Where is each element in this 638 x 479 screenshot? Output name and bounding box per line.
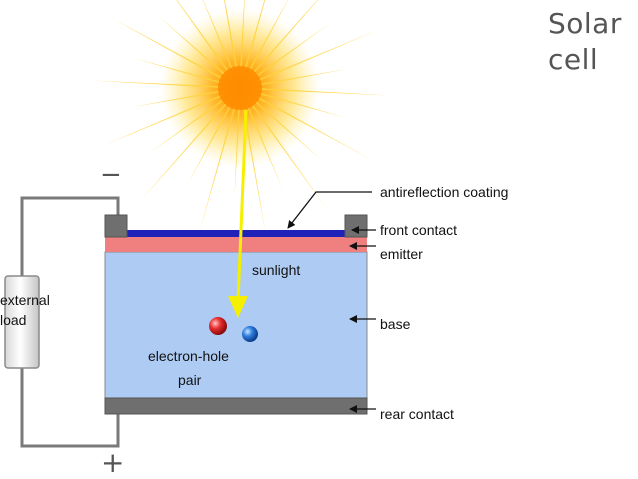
base-label: base xyxy=(380,316,411,332)
circuit-wire-bottom xyxy=(20,368,120,448)
sun-ray xyxy=(131,90,223,108)
sun-ray xyxy=(150,97,226,153)
sun-ray xyxy=(176,0,231,74)
front-contact-label: front contact xyxy=(380,222,458,238)
negative-terminal-sign: − xyxy=(100,160,122,190)
antireflection-pointer xyxy=(287,191,372,229)
electron-hole-label-line1: electron-hole xyxy=(148,348,229,364)
emitter-label: emitter xyxy=(380,246,423,262)
external-load-label-line1: external xyxy=(0,292,50,308)
sun-ray xyxy=(157,15,228,77)
sun-ray xyxy=(254,23,330,79)
front-contact-right xyxy=(344,214,368,238)
base-layer xyxy=(104,251,368,399)
sun-ray xyxy=(251,0,318,76)
sunlight-arrow xyxy=(236,109,248,303)
rear-contact xyxy=(104,397,368,415)
slide-title-line1: Solar xyxy=(548,7,622,40)
sun-ray xyxy=(257,88,390,96)
sun-ray xyxy=(256,29,379,82)
sun-ray xyxy=(108,16,225,81)
external-load-label-line2: load xyxy=(0,312,27,328)
emitter-layer xyxy=(105,237,367,252)
external-load xyxy=(4,275,40,369)
sun-rays xyxy=(90,0,390,236)
sunlight-label: sunlight xyxy=(252,262,301,278)
slide-title-line2: cell xyxy=(548,43,599,76)
circuit-wire-top xyxy=(20,196,120,278)
sun-ray xyxy=(246,104,283,190)
positive-terminal-sign: + xyxy=(101,446,125,479)
sun-ray xyxy=(140,100,229,201)
slide-title: Solar cell xyxy=(548,6,638,78)
electron-particle xyxy=(209,317,227,335)
antireflection-coating xyxy=(125,230,347,237)
sun-ray xyxy=(249,102,328,210)
sun-ray xyxy=(187,103,233,185)
sun-icon xyxy=(90,0,390,236)
sun-ray xyxy=(257,68,349,86)
sun-ray xyxy=(257,92,346,118)
sun-ray xyxy=(199,105,236,233)
sun-ray xyxy=(90,80,223,88)
sun-ray xyxy=(240,0,245,71)
rear-contact-label: rear contact xyxy=(380,406,454,422)
sun-ray xyxy=(255,95,372,160)
electron-hole-label-line2: pair xyxy=(178,372,202,388)
antireflection-label: antireflection coating xyxy=(380,184,509,200)
sun-ray xyxy=(134,58,223,84)
sun-ray xyxy=(242,105,267,236)
sun-ray xyxy=(244,0,266,71)
hole-particle xyxy=(242,326,258,342)
front-contact-left xyxy=(104,214,128,238)
sun-ray xyxy=(234,105,240,198)
sun-ray xyxy=(252,99,323,161)
sun-ray xyxy=(224,0,238,71)
sun-ray xyxy=(202,0,234,72)
sun-ray xyxy=(101,94,224,147)
sunlight-arrowhead xyxy=(228,296,248,318)
sun-ray xyxy=(247,0,289,73)
